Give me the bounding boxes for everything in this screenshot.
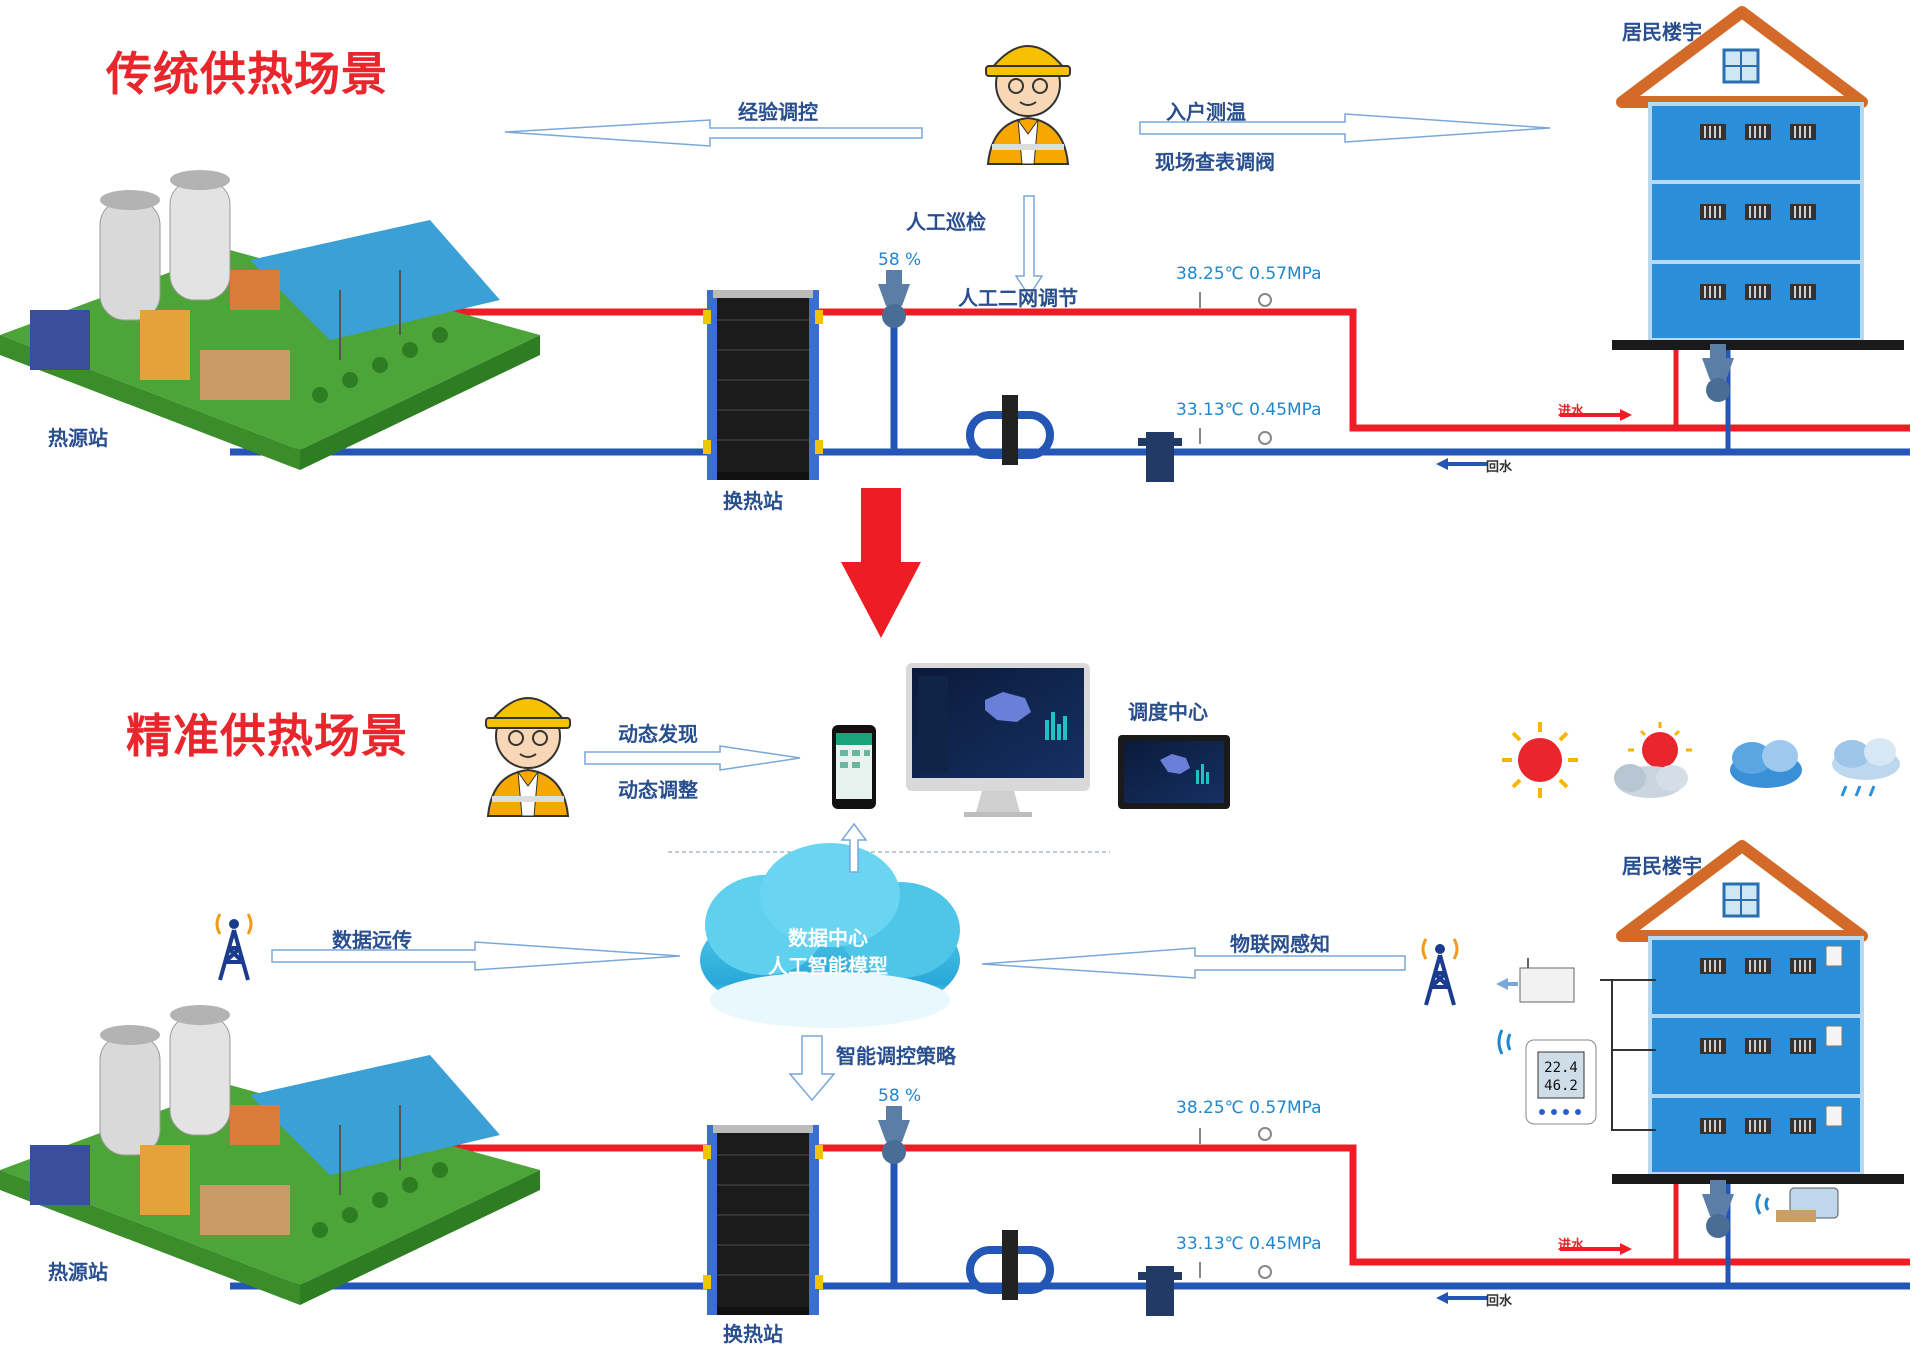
top-sensors (1199, 292, 1272, 445)
bottom-scene: 22.4 46.2 (0, 663, 1910, 1316)
sensor-wires (1600, 979, 1656, 1131)
rain-icon (1832, 738, 1900, 797)
bottom-inlet-label: 进水 (1558, 1238, 1585, 1253)
cloud-up-arrow (840, 822, 868, 873)
data-transfer-arrow (271, 941, 681, 971)
cloud-line1: 数据中心 (788, 926, 868, 950)
thermostat-line1: 22.4 (1544, 1060, 1578, 1076)
iot-label: 物联网感知 (1230, 932, 1330, 956)
bottom-return-reading: 33.13℃ 0.45MPa (1176, 1234, 1322, 1254)
top-inlet-label: 进水 (1558, 404, 1585, 419)
thermostat-icon: 22.4 46.2 (1497, 1029, 1597, 1125)
bottom-return-label: 回水 (1486, 1294, 1513, 1309)
bottom-title: 精准供热场景 (126, 709, 408, 763)
monitor-icon (906, 663, 1090, 817)
thermostat-line2: 46.2 (1544, 1078, 1578, 1094)
pump-icon (970, 395, 1050, 465)
onsite-label: 现场查表调阀 (1155, 150, 1275, 174)
indoor-temp-label: 入户测温 (1166, 100, 1246, 124)
pump-icon (970, 1230, 1050, 1300)
bottom-building-label: 居民楼宇 (1622, 854, 1702, 878)
bottom-sensors (1199, 1127, 1272, 1279)
secondary-label: 人工二网调节 (958, 286, 1078, 310)
experience-label: 经验调控 (738, 100, 818, 124)
experience-arrow (504, 119, 923, 147)
bottom-supply-reading: 38.25℃ 0.57MPa (1176, 1098, 1322, 1118)
filter-icon (1138, 1266, 1182, 1316)
filter-icon (1138, 432, 1182, 482)
signal-tower-icon (215, 912, 253, 982)
top-return-pipe (230, 312, 1910, 456)
strategy-label: 智能调控策略 (836, 1044, 956, 1068)
dynamic-arrow (584, 745, 801, 771)
dispatch-label: 调度中心 (1128, 700, 1208, 724)
bottom-source-label: 热源站 (48, 1260, 108, 1284)
iot-arrow (981, 947, 1406, 979)
top-valve-pct: 58 % (878, 250, 922, 270)
bottom-exchanger-label: 换热站 (723, 1322, 783, 1346)
room-sensors (1825, 945, 1843, 1127)
top-return-label: 回水 (1486, 460, 1513, 475)
top-title: 传统供热场景 (106, 47, 388, 101)
patrol-label: 人工巡检 (906, 210, 986, 234)
data-transfer-label: 数据远传 (332, 928, 412, 952)
patrol-arrow (1014, 195, 1044, 298)
top-exchanger-label: 换热站 (723, 489, 783, 513)
control-valve-icon (878, 270, 910, 328)
engineer-icon (485, 697, 571, 817)
top-source-label: 热源站 (48, 426, 108, 450)
heat-exchanger-icon (702, 289, 824, 481)
strategy-arrow (788, 1035, 836, 1102)
dynamic-adjust-label: 动态调整 (618, 778, 698, 802)
tablet-icon (1118, 735, 1230, 809)
phone-icon (832, 725, 876, 809)
signal-tower-icon (1421, 937, 1459, 1007)
control-valve-icon (878, 1106, 910, 1164)
indoor-arrow (1139, 113, 1551, 143)
gateway-icon (1496, 958, 1575, 1003)
bottom-return-pipe (230, 1148, 1910, 1290)
top-building-label: 居民楼宇 (1622, 20, 1702, 44)
top-supply-reading: 38.25℃ 0.57MPa (1176, 264, 1322, 284)
top-scene (0, 12, 1910, 482)
cloud-icon (700, 843, 960, 1028)
sun-icon (1502, 722, 1578, 798)
heat-exchanger-icon (702, 1124, 824, 1316)
dynamic-discover-label: 动态发现 (618, 722, 698, 746)
engineer-icon (985, 45, 1071, 165)
partly-cloudy-icon (1614, 722, 1692, 798)
cloud-line2: 人工智能模型 (768, 954, 888, 978)
heat-meter-icon (1755, 1187, 1839, 1222)
top-return-reading: 33.13℃ 0.45MPa (1176, 400, 1322, 420)
cloud-weather-icon (1730, 740, 1802, 788)
transition-arrow (841, 488, 921, 638)
bottom-valve-pct: 58 % (878, 1086, 922, 1106)
